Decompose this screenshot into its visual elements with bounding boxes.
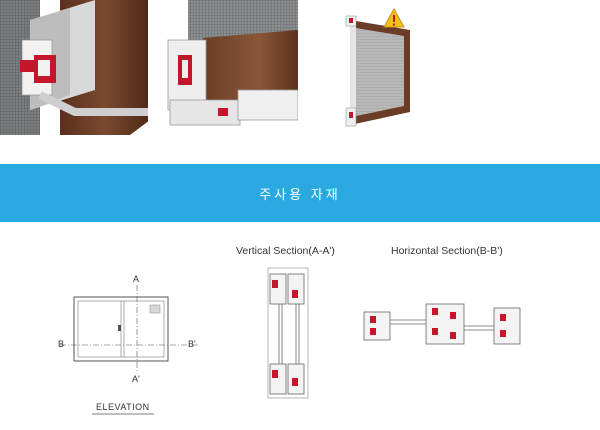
- vertical-section-drawing: [267, 267, 309, 399]
- window-profile-cutaway-corner-icon: [0, 0, 150, 135]
- horizontal-section-drawing: [363, 303, 521, 345]
- horizontal-section-caption: Horizontal Section(B-B'): [391, 245, 503, 257]
- elevation-label-b: B: [58, 339, 65, 349]
- elevation-label-a: A: [133, 274, 140, 284]
- elevation-label-b-prime: B': [188, 339, 196, 349]
- elevation-caption-underline: [92, 413, 154, 415]
- elevation-drawing: [60, 285, 200, 373]
- sliding-window-frame-icon: [330, 0, 425, 130]
- section-band: 주사용 자재: [0, 164, 600, 222]
- section-title: 주사용 자재: [259, 186, 341, 202]
- window-profile-cutaway-section-icon: [148, 0, 298, 135]
- vertical-section-caption: Vertical Section(A-A'): [236, 245, 335, 257]
- elevation-label-a-prime: A': [132, 374, 140, 384]
- warning-badge-icon: [383, 8, 405, 28]
- elevation-caption: ELEVATION: [96, 402, 150, 412]
